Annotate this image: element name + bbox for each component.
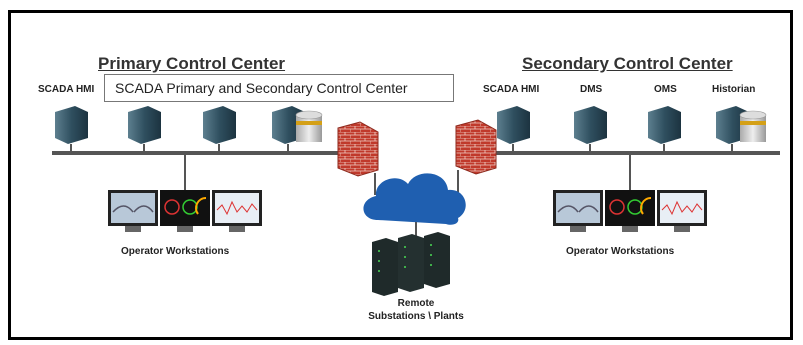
secondary-label-historian: Historian: [712, 84, 756, 95]
primary-monitor-3: [212, 190, 262, 232]
secondary-workstations-label: Operator Workstations: [566, 246, 675, 257]
primary-server-2: [128, 106, 161, 153]
secondary-label-scada-hmi: SCADA HMI: [483, 84, 540, 95]
secondary-label-oms: OMS: [654, 84, 677, 95]
remote-label-line2: Substations \ Plants: [368, 311, 464, 322]
secondary-server-dms: [574, 106, 607, 153]
secondary-firewall-icon: [455, 119, 497, 195]
secondary-monitor-1: [553, 190, 603, 232]
secondary-label-dms: DMS: [580, 84, 603, 95]
secondary-monitor-3: [657, 190, 707, 232]
secondary-server-scada-hmi: [497, 106, 530, 153]
primary-monitor-1: [108, 190, 158, 232]
primary-workstations-label: Operator Workstations: [121, 246, 230, 257]
primary-server-1: [55, 106, 88, 153]
primary-monitor-2: [160, 190, 210, 232]
primary-label-scada-hmi: SCADA HMI: [38, 84, 95, 95]
diagram-frame: [8, 10, 793, 340]
substation-rack-icon: [372, 232, 450, 296]
cloud-icon: [363, 173, 466, 236]
primary-server-4: [272, 106, 323, 153]
tooltip: SCADA Primary and Secondary Control Cent…: [104, 74, 454, 102]
secondary-server-historian: [716, 106, 767, 153]
secondary-server-oms: [648, 106, 681, 153]
primary-server-3: [203, 106, 236, 153]
secondary-monitor-2: [605, 190, 655, 232]
primary-center-title: Primary Control Center: [98, 54, 286, 73]
secondary-center-title: Secondary Control Center: [522, 54, 733, 73]
remote-label-line1: Remote: [397, 298, 435, 309]
primary-firewall-icon: [337, 121, 379, 195]
